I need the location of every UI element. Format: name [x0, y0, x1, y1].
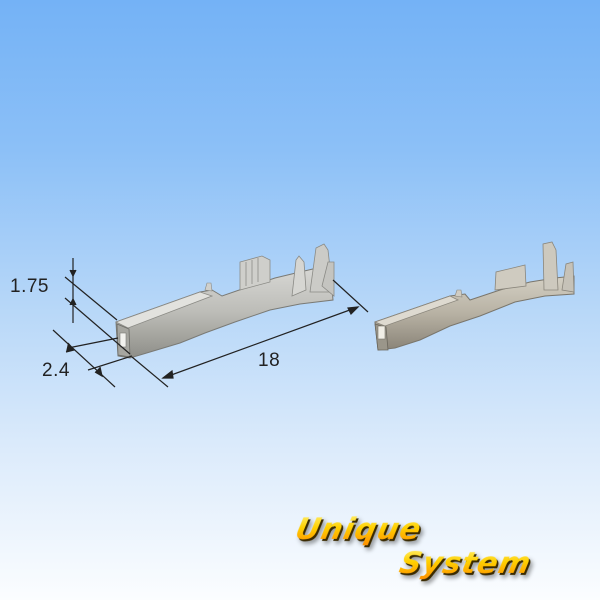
dimension-lines: [52, 258, 369, 388]
height-dimension-label: 1.75: [10, 276, 49, 297]
width-dimension-label: 2.4: [42, 360, 70, 381]
length-dimension-label: 18: [258, 350, 281, 371]
logo-line2: System: [396, 546, 535, 581]
terminal-left: [114, 243, 335, 359]
terminal-right: [373, 241, 575, 351]
logo-line1: Unique: [292, 512, 425, 547]
